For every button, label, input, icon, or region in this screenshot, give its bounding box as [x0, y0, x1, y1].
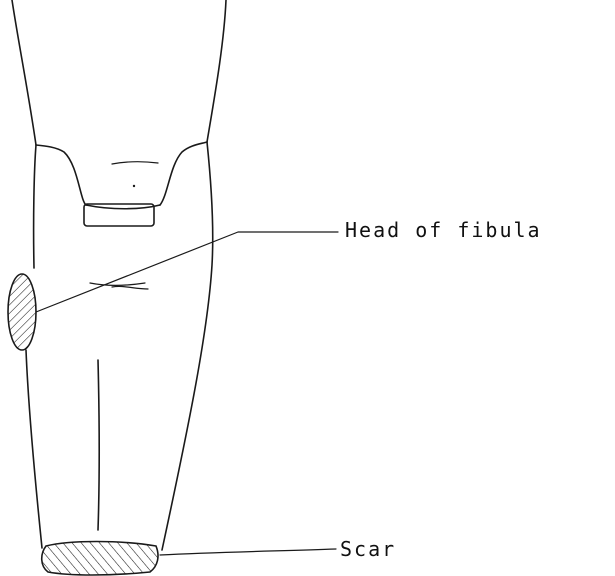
scar-label: Scar: [340, 537, 396, 561]
scar-marker: [42, 542, 158, 576]
head-of-fibula-marker: [8, 274, 36, 350]
tibial-crest-line: [98, 360, 99, 530]
head-of-fibula-label: Head of fibula: [345, 218, 542, 242]
scar-leader-line: [160, 549, 336, 555]
patellar-region: [84, 162, 158, 289]
thigh-outline: [12, 0, 226, 145]
fibula-leader-line: [36, 232, 338, 312]
